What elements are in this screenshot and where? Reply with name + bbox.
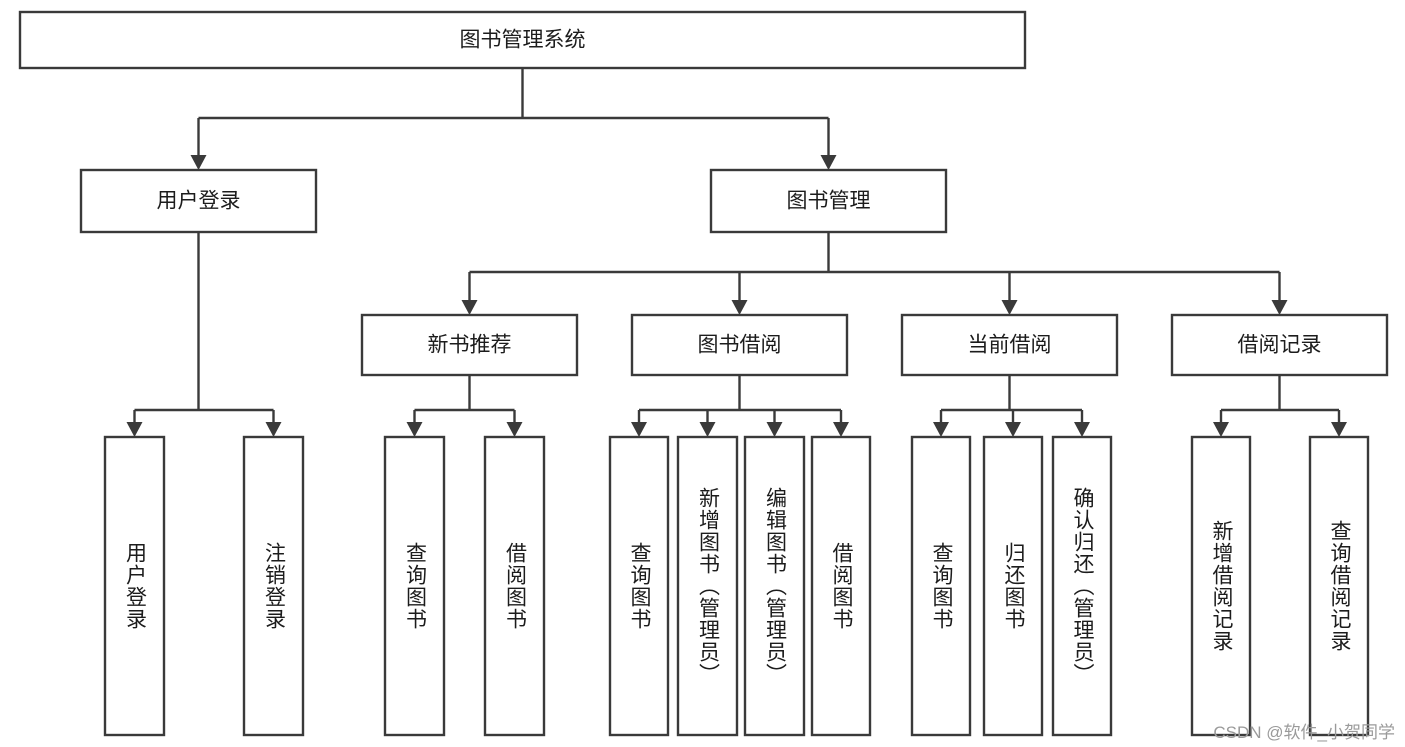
node-box-leaf-query-book-3[interactable]	[910, 435, 972, 737]
arrow-leaf-12	[1331, 422, 1347, 437]
node-box-book-manage[interactable]	[709, 168, 948, 234]
arrow-leaf-10	[1074, 422, 1090, 437]
node-box-root[interactable]	[18, 10, 1027, 70]
arrow-leaf-4	[631, 422, 647, 437]
arrow-l2-0	[190, 155, 207, 170]
watermark-text: CSDN @软件_小贺同学	[1213, 723, 1395, 742]
arrow-l3-0	[461, 300, 478, 315]
node-box-book-borrow[interactable]	[630, 313, 849, 377]
arrow-leaf-0	[126, 422, 143, 437]
node-label-user-login: 用户登录	[157, 190, 241, 213]
arrow-l3-3	[1271, 300, 1288, 315]
arrow-l3-1	[731, 300, 748, 315]
node-box-leaf-confirm-return[interactable]	[1051, 435, 1113, 737]
node-label-borrow-record: 借阅记录	[1238, 334, 1322, 357]
node-box-leaf-borrow-book-2[interactable]	[810, 435, 872, 737]
node-box-user-login[interactable]	[79, 168, 318, 234]
arrow-leaf-8	[933, 422, 949, 437]
arrow-leaf-2	[406, 422, 423, 437]
arrow-leaf-5	[699, 422, 716, 437]
node-box-leaf-query-book-1[interactable]	[383, 435, 446, 737]
node-box-leaf-query-book-2[interactable]	[608, 435, 670, 737]
node-box-current-borrow[interactable]	[900, 313, 1119, 377]
node-label-book-borrow: 图书借阅	[698, 334, 782, 357]
node-box-leaf-add-record[interactable]	[1190, 435, 1252, 737]
arrow-leaf-9	[1005, 422, 1021, 437]
arrow-leaf-6	[766, 422, 783, 437]
arrow-leaf-11	[1213, 422, 1229, 437]
arrow-leaf-1	[265, 422, 282, 437]
node-label-root: 图书管理系统	[460, 29, 586, 52]
node-label-new-book-rec: 新书推荐	[428, 334, 512, 357]
arrow-leaf-7	[833, 422, 849, 437]
connector-edges	[126, 68, 1347, 437]
node-box-leaf-add-book[interactable]	[676, 435, 739, 737]
node-box-new-book-rec[interactable]	[360, 313, 579, 377]
arrow-l3-2	[1001, 300, 1018, 315]
arrow-l2-1	[820, 155, 837, 170]
node-box-leaf-query-record[interactable]	[1308, 435, 1370, 737]
node-box-leaf-user-logout[interactable]	[242, 435, 305, 737]
node-label-current-borrow: 当前借阅	[968, 334, 1052, 357]
arrow-leaf-3	[506, 422, 523, 437]
node-box-leaf-borrow-book-1[interactable]	[483, 435, 546, 737]
node-boxes	[18, 10, 1389, 737]
node-box-borrow-record[interactable]	[1170, 313, 1389, 377]
node-label-book-manage: 图书管理	[787, 190, 871, 213]
node-box-leaf-edit-book[interactable]	[743, 435, 806, 737]
node-box-leaf-return-book[interactable]	[982, 435, 1044, 737]
node-box-leaf-user-login[interactable]	[103, 435, 166, 737]
